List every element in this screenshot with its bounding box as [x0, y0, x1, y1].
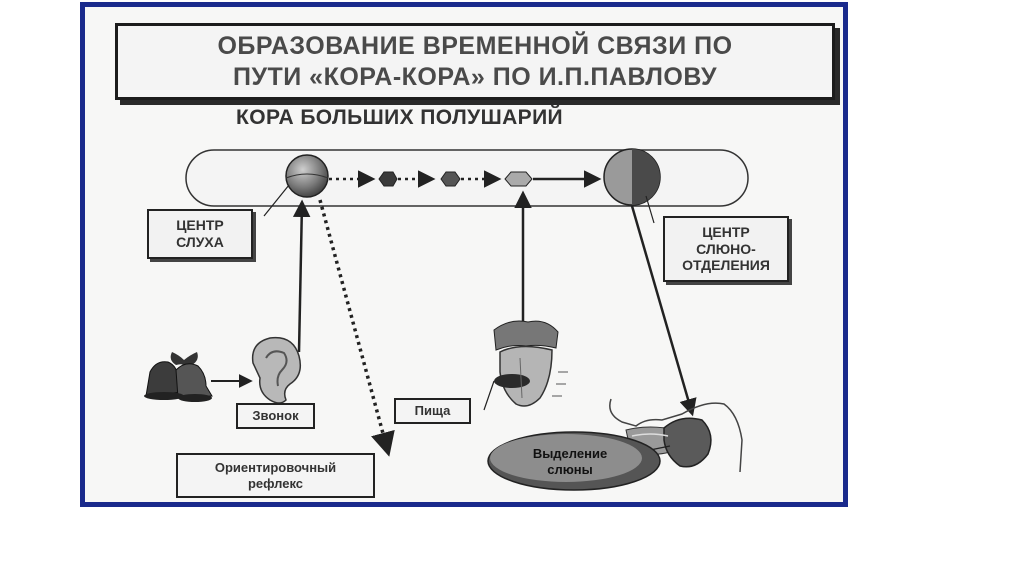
- bell-label-text: Звонок: [252, 408, 299, 424]
- hearing-center-node: [285, 154, 329, 198]
- cortex-band: [185, 149, 749, 207]
- auditory-afferent-arrow: [292, 199, 311, 353]
- orienting-reflex-label: Ориентировочный рефлекс: [176, 453, 375, 498]
- ear-icon: [251, 336, 302, 404]
- hearing-center-label-line2: СЛУХА: [176, 234, 224, 250]
- salivation-center-label-line3: ОТДЕЛЕНИЯ: [682, 257, 770, 274]
- hearing-center-label-line1: ЦЕНТР: [176, 217, 224, 234]
- saliva-output-shape: [487, 431, 661, 491]
- food-label: Пища: [394, 398, 471, 424]
- salivation-efferent-arrow: [630, 205, 697, 417]
- bell-icon: [144, 352, 213, 402]
- tongue-icon: [493, 320, 568, 407]
- orienting-reflex-line1: Ориентировочный: [214, 459, 337, 475]
- salivation-center-label-line1: ЦЕНТР: [702, 223, 750, 240]
- food-label-text: Пища: [414, 403, 451, 419]
- orienting-reflex-arrow: [318, 199, 395, 457]
- cortex-subtitle: КОРА БОЛЬШИХ ПОЛУШАРИЙ: [236, 106, 564, 129]
- salivation-center-label-line2: СЛЮНО-: [696, 240, 756, 257]
- salivation-leader-line: [645, 195, 655, 224]
- salivation-center-label: ЦЕНТР СЛЮНО- ОТДЕЛЕНИЯ: [663, 216, 789, 282]
- title-line-1: ОБРАЗОВАНИЕ ВРЕМЕННОЙ СВЯЗИ ПО: [217, 31, 733, 60]
- temporary-connection-path: [329, 170, 602, 188]
- food-leader-line: [483, 380, 495, 411]
- saliva-label-line1: Выделение: [532, 446, 608, 462]
- orienting-reflex-line2: рефлекс: [247, 475, 304, 491]
- title-box: ОБРАЗОВАНИЕ ВРЕМЕННОЙ СВЯЗИ ПО ПУТИ «КОР…: [115, 23, 835, 100]
- hearing-center-label: ЦЕНТР СЛУХА: [147, 209, 253, 259]
- saliva-label: Выделение слюны: [500, 443, 640, 481]
- hearing-leader-line: [263, 184, 290, 217]
- salivation-center-node: [603, 148, 661, 206]
- saliva-label-line2: слюны: [547, 462, 593, 477]
- title-line-2: ПУТИ «КОРА-КОРА» ПО И.П.ПАВЛОВУ: [232, 62, 718, 91]
- bell-label: Звонок: [236, 403, 315, 429]
